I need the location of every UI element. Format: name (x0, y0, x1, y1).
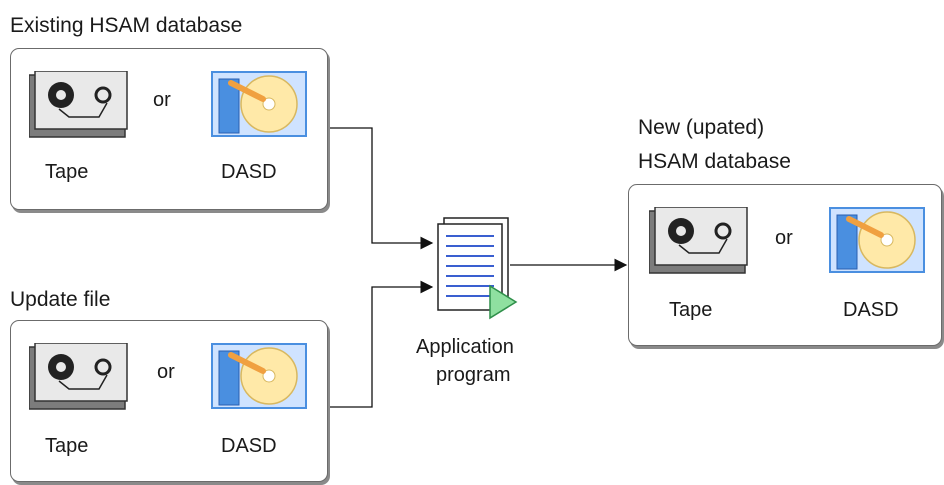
application-program-icon (437, 217, 518, 320)
dasd-disk-icon (829, 207, 925, 273)
dasd-disk-icon (211, 343, 307, 409)
tape-drive-icon (649, 207, 748, 274)
dasd-label: DASD (221, 435, 277, 457)
new-database-box: or Tape DASD (628, 184, 942, 346)
connector-update-to-program (330, 280, 434, 408)
or-label: or (775, 227, 793, 249)
or-label: or (153, 89, 171, 111)
new-group-title-line1: New (upated) (638, 116, 765, 139)
dasd-label: DASD (843, 299, 899, 321)
update-file-box: or Tape DASD (10, 320, 328, 482)
connector-existing-to-program (330, 127, 434, 250)
new-group-title-line2: HSAM database (638, 150, 791, 173)
dasd-label: DASD (221, 161, 277, 183)
program-label-line1: Application (416, 336, 514, 358)
update-group-title: Update file (10, 288, 111, 311)
program-label-line2: program (436, 364, 511, 386)
tape-drive-icon (29, 71, 128, 138)
or-label: or (157, 361, 175, 383)
existing-group-title: Existing HSAM database (10, 14, 243, 37)
tape-label: Tape (45, 161, 89, 183)
existing-database-box: or Tape DASD (10, 48, 328, 210)
tape-drive-icon (29, 343, 128, 410)
tape-label: Tape (45, 435, 89, 457)
tape-label: Tape (669, 299, 713, 321)
dasd-disk-icon (211, 71, 307, 137)
